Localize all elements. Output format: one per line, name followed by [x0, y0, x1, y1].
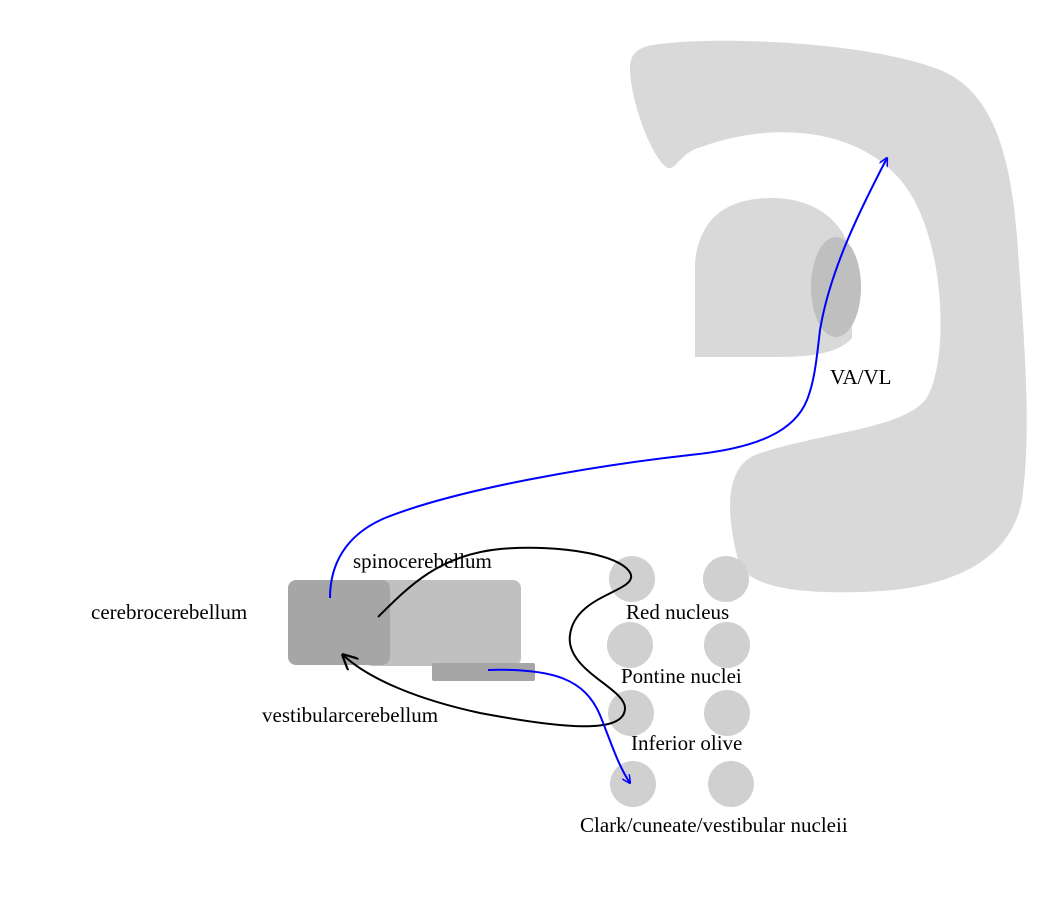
cerebrocerebellum-label: cerebrocerebellum	[91, 600, 247, 624]
cerebral-cortex-shape	[630, 40, 1027, 593]
va-vl-label: VA/VL	[830, 365, 891, 389]
inferior-olive-circle-right	[704, 690, 750, 736]
red-nucleus-circle-right	[703, 556, 749, 602]
vestibulocerebellum-to-vestibular-nuclei-pathway	[487, 668, 630, 783]
clark-nuclei-label: Clark/cuneate/vestibular nucleii	[580, 813, 848, 837]
spinocerebellum-red-nucleus-olive-loop	[343, 546, 633, 728]
red-nucleus-circle	[609, 556, 655, 602]
inferior-olive-circle	[608, 690, 654, 736]
va-vl-nucleus	[811, 237, 861, 337]
spinocerebellum-block	[364, 580, 521, 666]
inferior-olive-label: Inferior olive	[631, 731, 742, 755]
clark-nuclei-circle	[610, 761, 656, 807]
thalamus-shape	[695, 198, 852, 357]
cerebrocerebellum-block	[288, 580, 390, 665]
spinocerebellum-label: spinocerebellum	[353, 549, 492, 573]
pontine-nuclei-circle-right	[704, 622, 750, 668]
vestibularcerebellum-label: vestibularcerebellum	[262, 703, 438, 727]
red-nucleus-label: Red nucleus	[626, 600, 729, 624]
cerebrocerebellum-to-va-vl-pathway	[329, 158, 887, 599]
vestibulocerebellum-block	[432, 663, 535, 681]
clark-nuclei-circle-right	[708, 761, 754, 807]
pontine-nuclei-circle	[607, 622, 653, 668]
pontine-nuclei-label: Pontine nuclei	[621, 664, 742, 688]
